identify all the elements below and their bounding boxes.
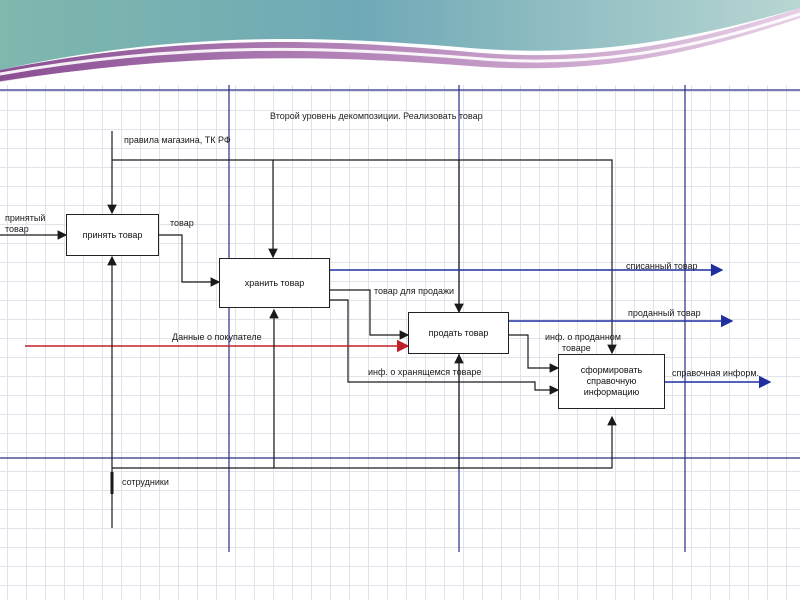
label-written-off: списанный товар xyxy=(626,261,698,271)
box-store-goods[interactable]: хранить товар xyxy=(219,258,330,308)
arrow-stored-info xyxy=(330,299,560,395)
label-stored-info: инф. о хранящемся товаре xyxy=(368,367,482,377)
box-sell-goods-label: продать товар xyxy=(428,327,489,338)
mechanism-arrows-staff xyxy=(107,255,617,528)
label-goods-for-sale: товар для продажи xyxy=(374,286,455,296)
label-sold-info-2: товаре xyxy=(562,343,591,353)
box-store-goods-label: хранить товар xyxy=(244,277,305,288)
frame-lines xyxy=(0,85,800,552)
label-sold-goods: проданный товар xyxy=(628,308,701,318)
label-staff: сотрудники xyxy=(122,477,169,487)
box-generate-reference-label: сформировать справочную информацию xyxy=(580,365,643,397)
control-arrows-rules xyxy=(107,131,617,355)
box-accept-goods-label: принять товар xyxy=(82,229,143,240)
arrow-goods xyxy=(159,234,221,287)
box-generate-reference[interactable]: сформировать справочную информацию xyxy=(558,354,665,409)
arrow-sold-info xyxy=(509,334,560,373)
idef0-diagram-canvas: Второй уровень декомпозиции. Реализовать… xyxy=(0,85,800,600)
diagram-connectors xyxy=(0,85,800,552)
box-sell-goods[interactable]: продать товар xyxy=(408,312,509,354)
label-accepted-goods-1: принятый xyxy=(5,213,46,223)
label-goods: товар xyxy=(170,218,194,228)
label-rules: правила магазина, ТК РФ xyxy=(124,135,231,145)
label-accepted-goods-2: товар xyxy=(5,224,29,234)
arrow-goods-for-sale xyxy=(330,289,410,340)
label-customer-data: Данные о покупателе xyxy=(172,332,262,342)
slide-header-banner xyxy=(0,0,800,83)
output-arrows xyxy=(330,263,772,389)
box-accept-goods[interactable]: принять товар xyxy=(66,214,159,256)
flow-arrows xyxy=(0,230,560,395)
diagram-title: Второй уровень декомпозиции. Реализовать… xyxy=(270,111,483,121)
label-sold-info-1: инф. о проданном xyxy=(545,332,621,342)
label-reference-info: справочная информ. xyxy=(672,368,760,378)
